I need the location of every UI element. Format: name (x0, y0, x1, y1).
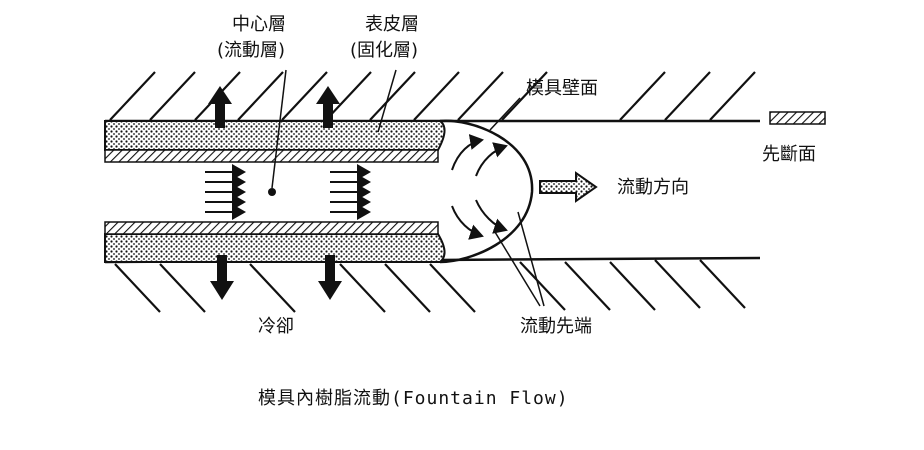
heat-arrows-down (210, 255, 342, 300)
skin-layer-label: 表皮層 (365, 14, 419, 35)
solidified-layer-bottom (104, 221, 439, 235)
skin-layer-sub-label: (固化層) (350, 40, 418, 61)
section-legend-swatch (769, 111, 826, 125)
core-layer-sub-label: (流動層) (217, 40, 285, 61)
heat-arrows-up (208, 86, 340, 128)
fountain-swirl-arrows (451, 134, 508, 240)
mold-wall-label: 模具壁面 (526, 78, 598, 99)
flow-direction-label: 流動方向 (617, 177, 689, 198)
core-flow-arrows-left (205, 164, 246, 220)
leader-lines (271, 69, 545, 307)
cooling-label: 冷卻 (258, 316, 294, 337)
diagram-caption: 模具內樹脂流動(Fountain Flow) (258, 388, 569, 409)
flow-front-curve (439, 119, 534, 264)
section-legend-label: 先斷面 (762, 144, 816, 165)
solidified-layer-top (104, 149, 439, 163)
mold-wall-bottom (114, 259, 746, 313)
flow-front-label: 流動先端 (520, 316, 592, 337)
mold-wall-top (109, 71, 756, 121)
flow-direction-arrow (539, 171, 598, 203)
core-point (268, 188, 276, 196)
core-layer-label: 中心層 (232, 14, 286, 35)
skin-layer-top (104, 120, 446, 151)
skin-layer-bottom (104, 233, 446, 263)
core-flow-arrows-right (330, 164, 371, 220)
